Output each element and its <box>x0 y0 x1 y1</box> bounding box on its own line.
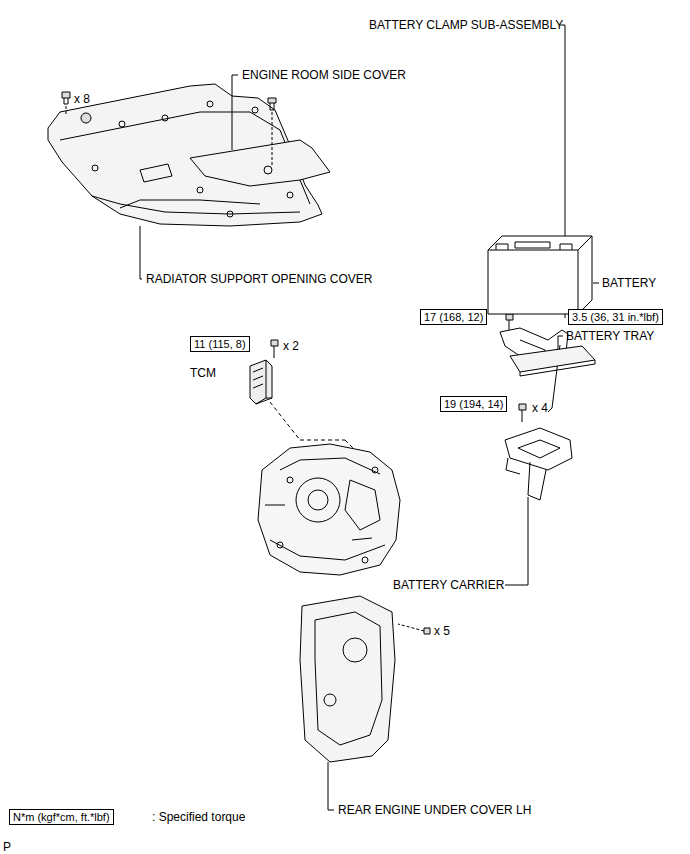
torque-spec: 17 (168, 12) <box>420 309 487 325</box>
part-name: BATTERY TRAY <box>566 329 654 343</box>
torque-value: 19 (194, 14) <box>444 398 503 410</box>
part-name: BATTERY CLAMP SUB-ASSEMBLY <box>369 18 563 32</box>
quantity: x 8 <box>74 92 90 106</box>
part-name: BATTERY <box>602 276 656 290</box>
part-name: RADIATOR SUPPORT OPENING COVER <box>146 272 373 286</box>
page-mark: P <box>3 840 11 854</box>
torque-value: 11 (115, 8) <box>194 338 246 350</box>
quantity: x 2 <box>283 339 299 353</box>
leader-line <box>140 226 142 279</box>
part-name: TCM <box>190 366 216 380</box>
legend-note: : Specified torque <box>152 810 245 824</box>
torque-spec: 19 (194, 14) <box>440 396 507 412</box>
torque-legend-box: N*m (kgf*cm, ft.*lbf) <box>9 809 114 825</box>
torque-value: 3.5 (36, 31 in.*lbf) <box>572 311 659 323</box>
rear-engine-under-cover <box>300 596 430 810</box>
torque-spec: 11 (115, 8) <box>190 336 250 352</box>
transmission-illustration <box>258 444 400 575</box>
torque-value: 17 (168, 12) <box>424 311 483 323</box>
torque-spec: 3.5 (36, 31 in.*lbf) <box>568 309 663 325</box>
quantity: x 4 <box>532 401 548 415</box>
quantity: x 5 <box>434 624 450 638</box>
battery-carrier <box>505 404 572 585</box>
engine-room-side-cover <box>190 75 330 186</box>
torque-value: N*m (kgf*cm, ft.*lbf) <box>13 811 110 823</box>
clip-symbol <box>62 92 70 115</box>
part-name: ENGINE ROOM SIDE COVER <box>242 68 406 82</box>
part-name: REAR ENGINE UNDER COVER LH <box>338 803 531 817</box>
part-name: BATTERY CARRIER <box>393 578 504 592</box>
battery-illustration <box>488 236 599 314</box>
tcm-illustration <box>250 340 355 450</box>
